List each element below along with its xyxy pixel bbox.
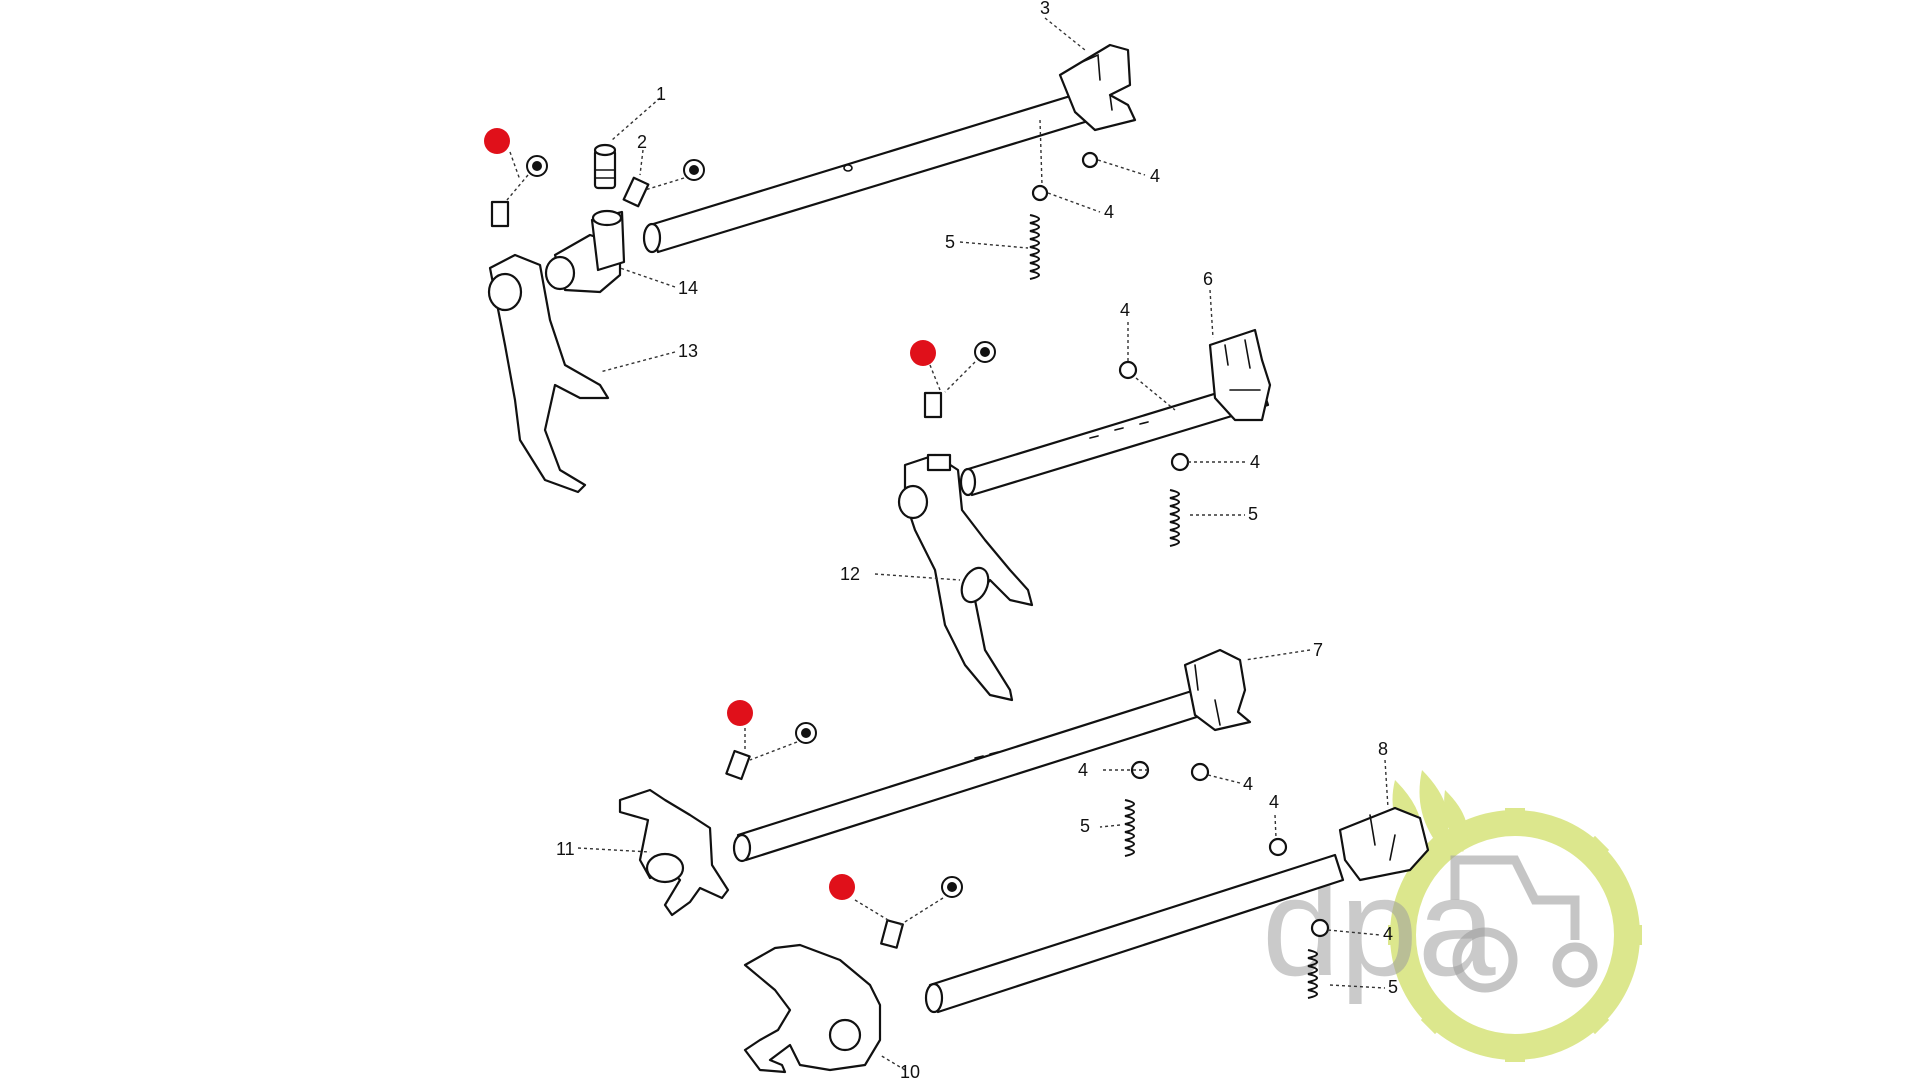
ball-4a (1081, 151, 1099, 169)
red-dot-1 (484, 128, 510, 154)
label-part-4c: 4 (1120, 300, 1130, 320)
label-part-4g: 4 (1269, 792, 1279, 812)
label-part-4a: 4 (1150, 166, 1160, 186)
part-number-labels: 1 2 3 4 4 5 14 13 6 4 4 5 12 7 4 4 5 8 4… (556, 0, 1398, 1080)
ball-4g (1268, 837, 1288, 857)
label-part-5b: 5 (1248, 504, 1258, 524)
gear-icon (1388, 770, 1642, 1062)
set-screw-d (880, 919, 904, 949)
set-screw-a (490, 200, 510, 228)
red-dot-2 (910, 340, 936, 366)
label-part-8: 8 (1378, 739, 1388, 759)
ball-4h (1310, 918, 1330, 938)
watermark-logo: dpa (1262, 770, 1642, 1062)
shift-fork-10 (743, 943, 882, 1074)
label-part-4b: 4 (1104, 202, 1114, 222)
ball-4c (1118, 360, 1138, 380)
hex-nut-icon (974, 341, 996, 363)
spring-5b (1169, 489, 1180, 547)
label-part-10: 10 (900, 1062, 920, 1080)
hex-nut-icon (526, 155, 548, 177)
leader-lines (506, 17, 1389, 1071)
label-part-5d: 5 (1388, 977, 1398, 997)
ball-4d (1170, 452, 1190, 472)
label-part-1: 1 (656, 84, 666, 104)
label-part-13: 13 (678, 341, 698, 361)
spring-5d (1307, 949, 1318, 999)
label-part-5c: 5 (1080, 816, 1090, 836)
label-part-2: 2 (637, 132, 647, 152)
hex-marker-icons (526, 155, 996, 898)
label-part-11: 11 (556, 839, 575, 859)
shift-fork-13 (487, 253, 610, 494)
ball-4f (1190, 762, 1210, 782)
set-screw-2 (622, 176, 650, 208)
shift-fork-12 (897, 453, 1034, 702)
label-part-3: 3 (1040, 0, 1050, 18)
shift-rail-8 (924, 806, 1430, 1014)
hex-nut-icon (941, 876, 963, 898)
label-part-4f: 4 (1243, 774, 1253, 794)
spring-5a (1029, 214, 1040, 280)
label-part-4e: 4 (1078, 760, 1088, 780)
red-dot-4 (829, 874, 855, 900)
shift-rail-6 (959, 328, 1272, 497)
shift-fork-11 (618, 788, 730, 917)
red-highlight-dots (484, 128, 936, 900)
label-part-4h: 4 (1383, 924, 1393, 944)
hex-nut-icon (795, 722, 817, 744)
ball-4b (1031, 184, 1049, 202)
label-part-14: 14 (678, 278, 698, 298)
tractor-icon (1450, 855, 1598, 993)
label-part-4d: 4 (1250, 452, 1260, 472)
label-part-12: 12 (840, 564, 860, 584)
bracket-14 (544, 209, 626, 294)
label-part-6: 6 (1203, 269, 1213, 289)
label-part-5a: 5 (945, 232, 955, 252)
shift-rail-7 (732, 648, 1252, 863)
spring-5c (1124, 799, 1135, 857)
set-screw-c (725, 749, 751, 781)
set-screw-b (923, 391, 943, 419)
bolt-1 (593, 143, 617, 190)
hex-nut-icon (683, 159, 705, 181)
red-dot-3 (727, 700, 753, 726)
label-part-7: 7 (1313, 640, 1323, 660)
shift-rail-3 (642, 43, 1137, 254)
